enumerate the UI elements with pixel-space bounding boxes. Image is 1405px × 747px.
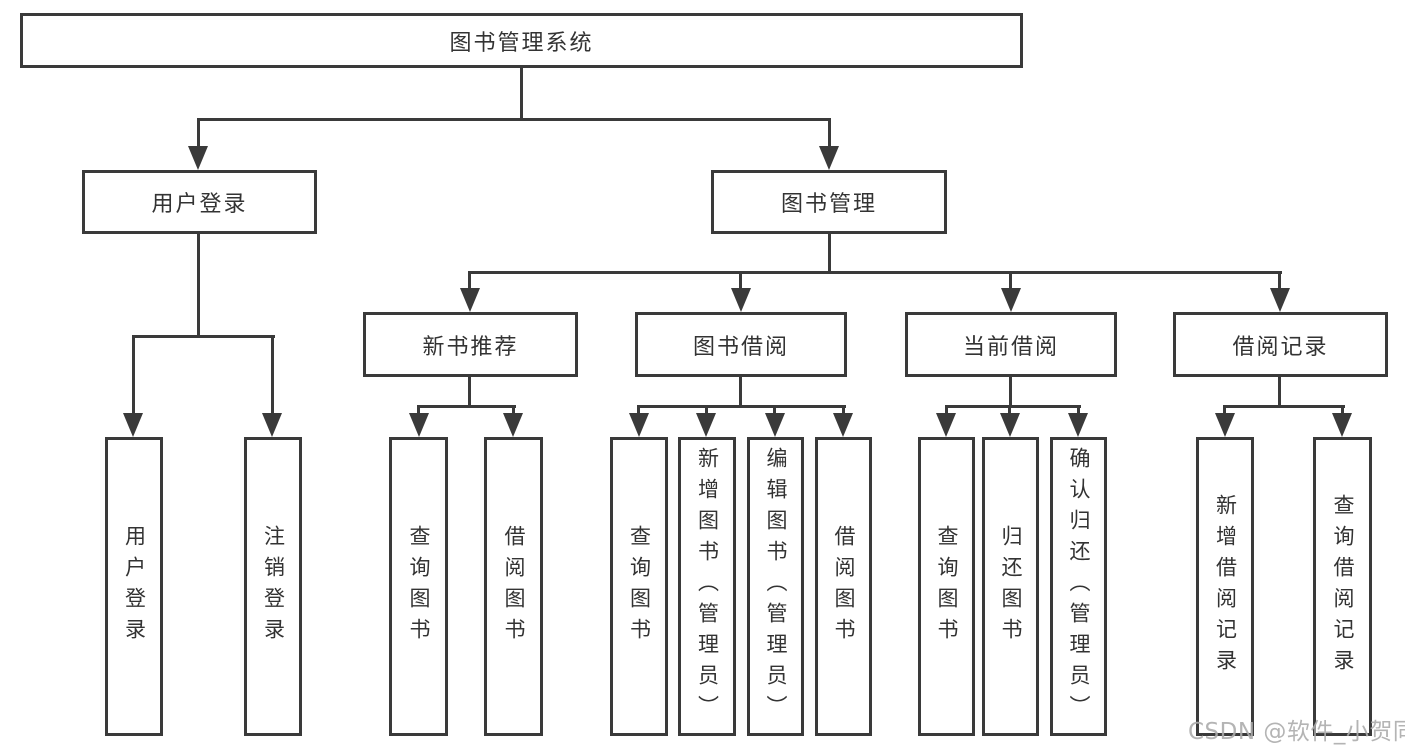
arrow-down-icon	[833, 413, 853, 437]
connector	[945, 405, 948, 417]
arrow-down-icon	[1001, 288, 1021, 312]
connector	[1077, 405, 1080, 417]
leaf-add-borrow-record: 新增借阅记录	[1196, 437, 1254, 736]
connector	[637, 405, 846, 408]
arrow-down-icon	[123, 413, 143, 437]
arrow-down-icon	[1215, 413, 1235, 437]
connector	[842, 405, 845, 417]
leaf-logout: 注销登录	[244, 437, 302, 736]
connector	[1223, 405, 1345, 408]
connector	[1223, 405, 1226, 417]
arrow-down-icon	[765, 413, 785, 437]
connector	[197, 118, 200, 148]
arrow-down-icon	[629, 413, 649, 437]
node-book-borrow: 图书借阅	[635, 312, 847, 377]
arrow-down-icon	[262, 413, 282, 437]
connector	[945, 405, 1081, 408]
connector	[197, 118, 831, 121]
arrow-down-icon	[188, 146, 208, 170]
connector	[637, 405, 640, 417]
connector	[1008, 405, 1011, 417]
connector	[773, 405, 776, 417]
connector	[828, 118, 831, 148]
arrow-down-icon	[409, 413, 429, 437]
connector	[512, 405, 515, 417]
node-borrow-records: 借阅记录	[1173, 312, 1388, 377]
connector	[1009, 377, 1012, 408]
arrow-down-icon	[1332, 413, 1352, 437]
connector	[1278, 271, 1281, 291]
node-book-management: 图书管理	[711, 170, 947, 234]
connector	[1009, 271, 1012, 291]
arrow-down-icon	[731, 288, 751, 312]
connector	[1341, 405, 1344, 417]
leaf-query-books-current: 查询图书	[918, 437, 975, 736]
node-user-login: 用户登录	[82, 170, 317, 234]
leaf-query-books-borrow: 查询图书	[610, 437, 668, 736]
arrow-down-icon	[1000, 413, 1020, 437]
leaf-add-books-admin: 新增图书（管理员）	[678, 437, 736, 736]
connector	[417, 405, 516, 408]
arrow-down-icon	[936, 413, 956, 437]
leaf-query-books-recommend: 查询图书	[389, 437, 448, 736]
connector	[468, 271, 471, 291]
connector	[1278, 377, 1281, 408]
connector	[828, 234, 831, 274]
connector	[520, 68, 523, 121]
node-new-book-recommend: 新书推荐	[363, 312, 578, 377]
leaf-return-books: 归还图书	[982, 437, 1039, 736]
connector	[417, 405, 420, 417]
connector	[739, 271, 742, 291]
leaf-borrow-books-recommend: 借阅图书	[484, 437, 543, 736]
leaf-user-login: 用户登录	[105, 437, 163, 736]
arrow-down-icon	[503, 413, 523, 437]
connector	[739, 377, 742, 408]
arrow-down-icon	[1068, 413, 1088, 437]
leaf-query-borrow-record: 查询借阅记录	[1313, 437, 1372, 736]
arrow-down-icon	[1270, 288, 1290, 312]
node-current-borrow: 当前借阅	[905, 312, 1117, 377]
csdn-watermark: CSDN @软件_小贺同学	[1188, 719, 1405, 745]
leaf-borrow-books: 借阅图书	[815, 437, 872, 736]
connector	[197, 234, 200, 338]
connector	[468, 271, 1282, 274]
connector	[468, 377, 471, 408]
arrow-down-icon	[696, 413, 716, 437]
connector	[705, 405, 708, 417]
arrow-down-icon	[819, 146, 839, 170]
connector	[132, 335, 135, 415]
connector	[132, 335, 275, 338]
leaf-edit-books-admin: 编辑图书（管理员）	[747, 437, 804, 736]
node-library-system: 图书管理系统	[20, 13, 1023, 68]
leaf-confirm-return-admin: 确认归还（管理员）	[1050, 437, 1107, 736]
arrow-down-icon	[460, 288, 480, 312]
connector	[271, 335, 274, 415]
